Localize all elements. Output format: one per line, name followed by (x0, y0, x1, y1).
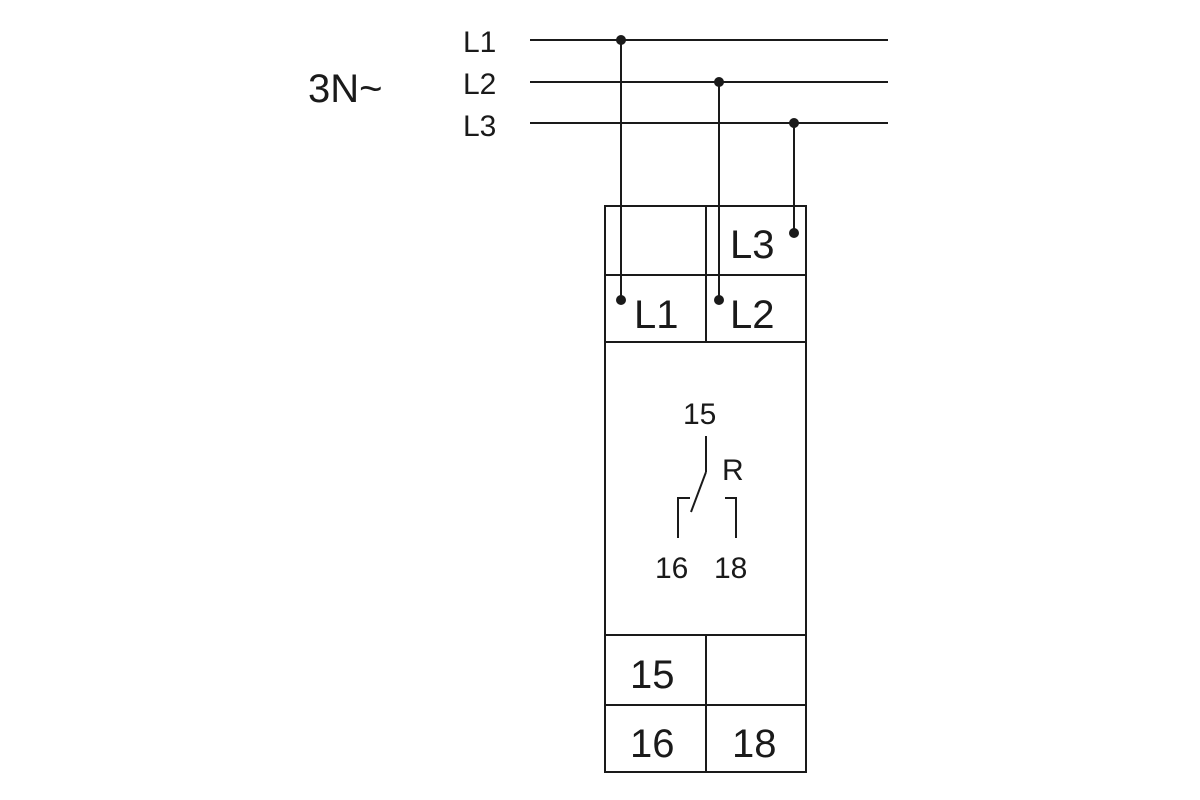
relay-no-label: 18 (714, 552, 747, 585)
terminal-dot-l1 (616, 295, 626, 305)
line-label-l1: L1 (463, 26, 496, 59)
terminal-l2: L2 (730, 293, 775, 337)
terminal-18: 18 (732, 722, 777, 766)
relay-common-label: 15 (683, 398, 716, 431)
relay-nc-contact (677, 497, 690, 538)
terminal-16: 16 (630, 722, 675, 766)
relay-switch-blade (690, 471, 707, 513)
line-label-l2: L2 (463, 68, 496, 101)
terminal-dot-l3 (789, 228, 799, 238)
relay-no-contact (725, 497, 737, 538)
terminal-l3: L3 (730, 223, 775, 267)
line-label-l3: L3 (463, 110, 496, 143)
terminal-l1: L1 (634, 293, 679, 337)
relay-name-label: R (722, 454, 744, 487)
supply-label: 3N~ (308, 67, 383, 111)
terminal-dot-l2 (714, 295, 724, 305)
terminal-15: 15 (630, 653, 675, 697)
relay-nc-label: 16 (655, 552, 688, 585)
